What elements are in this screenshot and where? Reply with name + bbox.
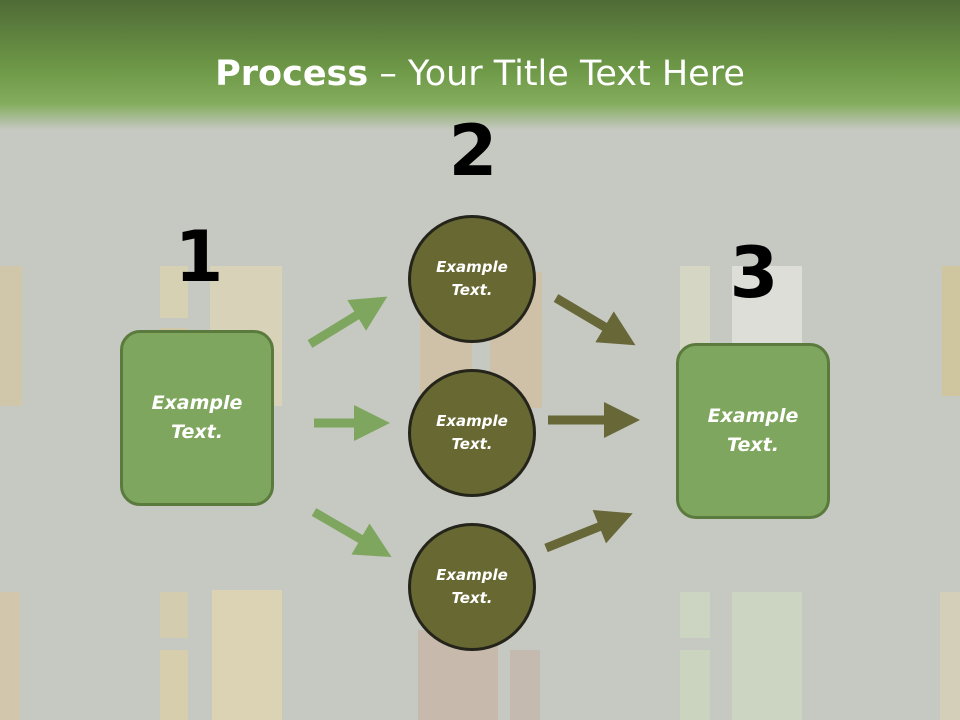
arrow-top-to-right	[553, 294, 636, 346]
left-step-label: Example Text.	[151, 392, 243, 443]
title-bar	[0, 0, 960, 130]
arrow-bottom-to-right	[544, 509, 633, 553]
circle-middle: Example Text.	[408, 369, 536, 497]
right-step-box: Example Text.	[676, 343, 830, 519]
circle-top-label: Example Text.	[436, 258, 508, 299]
right-step-label: Example Text.	[707, 405, 799, 456]
circle-bottom: Example Text.	[408, 523, 536, 651]
circle-middle-label: Example Text.	[436, 412, 508, 453]
step-number-2: 2	[448, 110, 498, 192]
arrow-left-to-top	[307, 296, 388, 348]
step-number-1: 1	[174, 216, 224, 298]
circle-bottom-label: Example Text.	[436, 566, 508, 607]
step-number-3: 3	[729, 232, 779, 314]
left-step-box: Example Text.	[120, 330, 274, 506]
title-rest: – Your Title Text Here	[368, 54, 745, 94]
arrow-left-to-bottom	[311, 508, 392, 558]
circle-top: Example Text.	[408, 215, 536, 343]
slide-title: Process – Your Title Text Here	[0, 52, 960, 96]
title-bold: Process	[215, 54, 369, 94]
